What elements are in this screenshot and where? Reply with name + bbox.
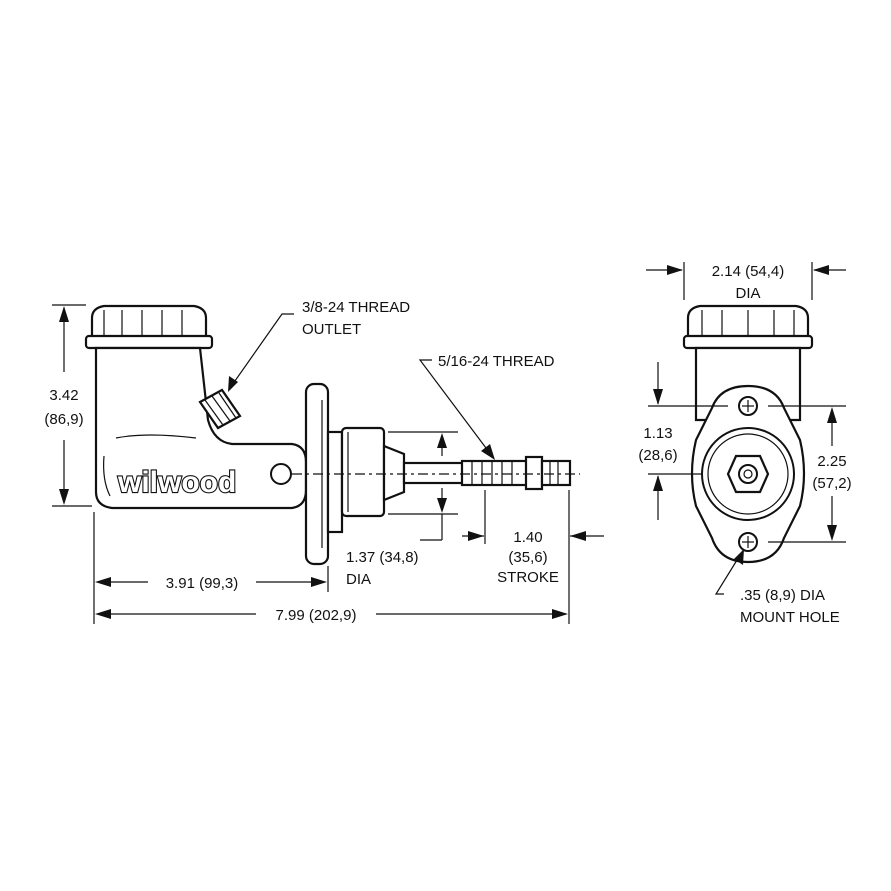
side-view: wilwood bbox=[44, 299, 604, 624]
overall-dimension: 7.99 (202,9) bbox=[95, 607, 568, 624]
end-view: 2.14 (54,4) DIA 1.13 (28,6) 2.25 (57,2) bbox=[638, 262, 852, 626]
stroke-dimension: 1.40 (35,6) STROKE bbox=[462, 490, 604, 624]
rod-thread-callout-label: 5/16-24 THREAD bbox=[438, 353, 555, 370]
bore-dim-line1: 1.37 (34,8) bbox=[346, 549, 419, 566]
bore-offset-inch: 1.13 bbox=[643, 425, 672, 442]
hole-spacing-dimension: 2.25 (57,2) bbox=[768, 405, 852, 543]
cylinder-body: wilwood bbox=[94, 346, 308, 510]
outlet-callout-line1: 3/8-24 THREAD bbox=[302, 299, 410, 316]
reservoir-cap bbox=[84, 304, 214, 350]
bore-offset-mm: (28,6) bbox=[638, 447, 677, 464]
mount-hole-line2: MOUNT HOLE bbox=[740, 609, 840, 626]
push-rod bbox=[402, 455, 572, 491]
hole-spacing-mm: (57,2) bbox=[812, 475, 851, 492]
bleed-port bbox=[270, 463, 292, 485]
cap-dia-line1: 2.14 (54,4) bbox=[712, 263, 785, 280]
rod-nut bbox=[726, 454, 770, 494]
mount-hole-bottom bbox=[738, 532, 758, 552]
jam-nut bbox=[524, 455, 544, 491]
wilwood-logo: wilwood bbox=[117, 466, 236, 499]
bore-dim-line2: DIA bbox=[346, 571, 371, 588]
mount-hole-line1: .35 (8,9) DIA bbox=[740, 587, 825, 604]
overall-dim-label: 7.99 (202,9) bbox=[276, 607, 357, 624]
stroke-dim-mm: (35,6) bbox=[508, 549, 547, 566]
mount-dim-label: 3.91 (99,3) bbox=[166, 575, 239, 592]
outlet-callout: 3/8-24 THREAD OUTLET bbox=[228, 299, 410, 392]
seal-housing bbox=[340, 426, 406, 518]
mount-hole-callout: .35 (8,9) DIA MOUNT HOLE bbox=[714, 549, 840, 626]
mount-hole-top bbox=[738, 396, 758, 416]
rod-thread-callout: 5/16-24 THREAD bbox=[418, 353, 555, 460]
hole-spacing-inch: 2.25 bbox=[817, 453, 846, 470]
mount-dimension: 3.91 (99,3) bbox=[93, 512, 329, 624]
end-reservoir-cap bbox=[682, 304, 814, 350]
height-dimension: 3.42 (86,9) bbox=[44, 304, 92, 507]
stroke-dim-label: STROKE bbox=[497, 569, 559, 586]
height-dim-mm: (86,9) bbox=[44, 411, 83, 428]
bore-dimension: 1.37 (34,8) DIA bbox=[346, 431, 458, 588]
stroke-dim-inch: 1.40 bbox=[513, 529, 542, 546]
outlet-fitting bbox=[198, 388, 242, 430]
cap-dia-line2: DIA bbox=[735, 285, 760, 302]
height-dim-inch: 3.42 bbox=[49, 387, 78, 404]
bore-offset-dimension: 1.13 (28,6) bbox=[638, 362, 728, 520]
cap-dia-dimension: 2.14 (54,4) DIA bbox=[646, 262, 846, 302]
outlet-callout-line2: OUTLET bbox=[302, 321, 361, 338]
